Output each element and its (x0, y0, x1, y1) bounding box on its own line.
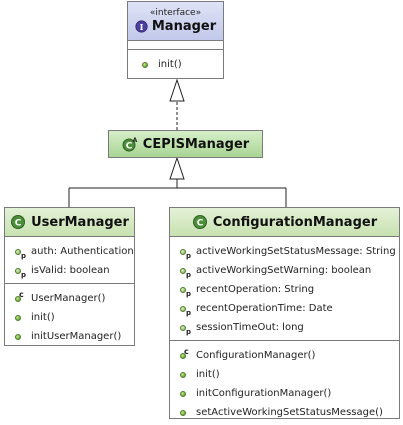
attribute-row[interactable]: p isValid: boolean (5, 261, 134, 280)
configuration-manager-title: ConfigurationManager (212, 214, 378, 230)
attribute-row[interactable]: p activeWorkingSetWarning: boolean (170, 261, 399, 280)
method-label: initUserManager() (31, 331, 122, 342)
method-row[interactable]: init() (170, 365, 399, 384)
protected-field-icon: p (13, 246, 27, 259)
attribute-label: auth: Authentication (31, 246, 134, 257)
attribute-label: activeWorkingSetWarning: boolean (196, 265, 372, 276)
method-row[interactable]: init() (5, 308, 134, 327)
attribute-label: recentOperation: String (196, 284, 315, 295)
method-row[interactable]: initConfigurationManager() (170, 384, 399, 403)
attribute-label: sessionTimeOut: long (196, 322, 304, 333)
attribute-row[interactable]: p activeWorkingSetStatusMessage: String (170, 242, 399, 261)
user-manager-methods-section: c UserManager() init() initUserManager() (5, 283, 134, 349)
attribute-label: isValid: boolean (31, 265, 110, 276)
attribute-label: activeWorkingSetStatusMessage: String (196, 246, 396, 257)
configuration-manager-box[interactable]: C ConfigurationManager p activeWorkingSe… (169, 207, 400, 419)
manager-stereotype: «interface» (149, 8, 202, 18)
protected-field-icon: p (178, 303, 192, 316)
protected-field-icon: p (178, 246, 192, 259)
cepis-manager-box[interactable]: C A CEPISManager (108, 130, 263, 158)
class-icon: C (11, 215, 26, 229)
protected-field-icon: p (178, 284, 192, 297)
svg-text:C: C (15, 219, 22, 229)
public-method-icon (13, 331, 27, 343)
method-row[interactable]: c ConfigurationManager() (170, 346, 399, 365)
configuration-manager-header: C ConfigurationManager (170, 208, 399, 236)
realization-arrowhead (169, 78, 185, 102)
manager-methods-section: init() (128, 49, 223, 80)
attribute-row[interactable]: p auth: Authentication (5, 242, 134, 261)
user-manager-header: C UserManager (5, 208, 134, 236)
configuration-manager-attributes-section: p activeWorkingSetStatusMessage: String … (170, 236, 399, 340)
configuration-manager-methods-section: c ConfigurationManager() init() initConf… (170, 340, 399, 425)
method-row[interactable]: init() (128, 55, 223, 74)
method-label: init() (31, 312, 55, 323)
attribute-row[interactable]: p recentOperation: String (170, 280, 399, 299)
public-method-icon (13, 312, 27, 324)
cepis-title: CEPISManager (142, 136, 250, 152)
constructor-icon: c (178, 347, 192, 362)
manager-header: «interface» I Manager (128, 2, 223, 40)
method-row[interactable]: c UserManager() (5, 289, 134, 308)
cepis-header: C A CEPISManager (109, 131, 262, 157)
public-method-icon (178, 388, 192, 400)
svg-text:C: C (197, 219, 204, 229)
user-manager-box[interactable]: C UserManager p auth: Authentication p i… (4, 207, 135, 346)
public-method-icon (140, 59, 154, 71)
manager-title: Manager (151, 19, 217, 34)
generalization-arrowhead (169, 156, 185, 180)
attribute-row[interactable]: p sessionTimeOut: long (170, 318, 399, 337)
manager-attributes-section (128, 40, 223, 49)
protected-field-icon: p (13, 265, 27, 278)
protected-field-icon: p (178, 265, 192, 278)
interface-icon: I (135, 20, 148, 33)
method-label: init() (196, 369, 220, 380)
constructor-icon: c (13, 290, 27, 305)
abstract-class-icon: C A (122, 137, 137, 152)
manager-interface-box[interactable]: «interface» I Manager init() (127, 1, 224, 79)
method-label: UserManager() (31, 293, 106, 304)
user-manager-attributes-section: p auth: Authentication p isValid: boolea… (5, 236, 134, 283)
public-method-icon (178, 407, 192, 419)
method-label: ConfigurationManager() (196, 350, 316, 361)
attribute-label: recentOperationTime: Date (196, 303, 333, 314)
public-method-icon (178, 369, 192, 381)
svg-text:C: C (125, 142, 132, 152)
svg-text:I: I (139, 22, 143, 32)
method-label: initConfigurationManager() (196, 388, 332, 399)
method-label: init() (158, 59, 182, 70)
method-row[interactable]: setActiveWorkingSetStatusMessage() (170, 403, 399, 422)
protected-field-icon: p (178, 322, 192, 335)
method-row[interactable]: initUserManager() (5, 327, 134, 346)
attribute-row[interactable]: p recentOperationTime: Date (170, 299, 399, 318)
method-label: setActiveWorkingSetStatusMessage() (196, 407, 383, 418)
user-manager-title: UserManager (31, 214, 129, 230)
svg-text:A: A (132, 137, 137, 144)
class-icon: C (192, 215, 207, 229)
